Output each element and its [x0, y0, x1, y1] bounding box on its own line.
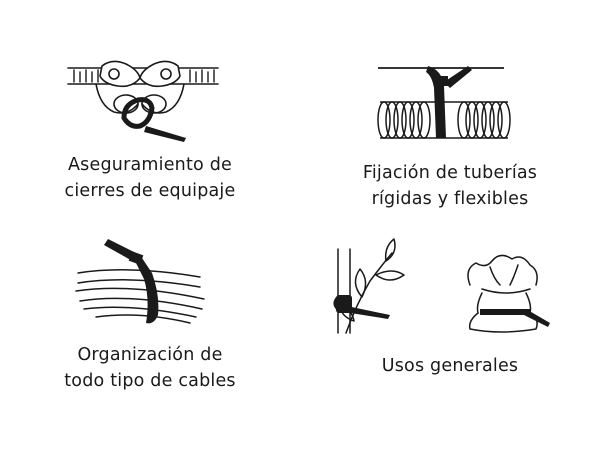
caption-general: Usos generales	[320, 353, 580, 379]
cable-bundle-tie-icon	[75, 239, 205, 324]
caption-line: Usos generales	[381, 356, 519, 376]
plant-and-bag-tie-icon	[333, 238, 550, 334]
panel-pipes: Fijación de tuberías rígidas y flexibles	[300, 0, 600, 225]
caption-line: cierres de equipaje	[64, 181, 236, 201]
panel-general: Usos generales	[300, 225, 600, 450]
caption-line: Aseguramiento de	[68, 155, 232, 175]
luggage-zipper-tie-icon	[67, 60, 219, 142]
caption-pipes: Fijación de tuberías rígidas y flexibles	[320, 160, 580, 212]
caption-line: Fijación de tuberías	[362, 163, 538, 183]
panel-cables: Organización de todo tipo de cables	[0, 225, 300, 450]
caption-line: rígidas y flexibles	[371, 189, 529, 209]
corrugated-pipe-tie-icon	[377, 66, 511, 139]
caption-cables: Organización de todo tipo de cables	[20, 342, 280, 394]
caption-line: Organización de	[77, 345, 223, 365]
panel-luggage: Aseguramiento de cierres de equipaje	[0, 0, 300, 225]
caption-luggage: Aseguramiento de cierres de equipaje	[30, 152, 270, 204]
caption-line: todo tipo de cables	[64, 371, 236, 391]
